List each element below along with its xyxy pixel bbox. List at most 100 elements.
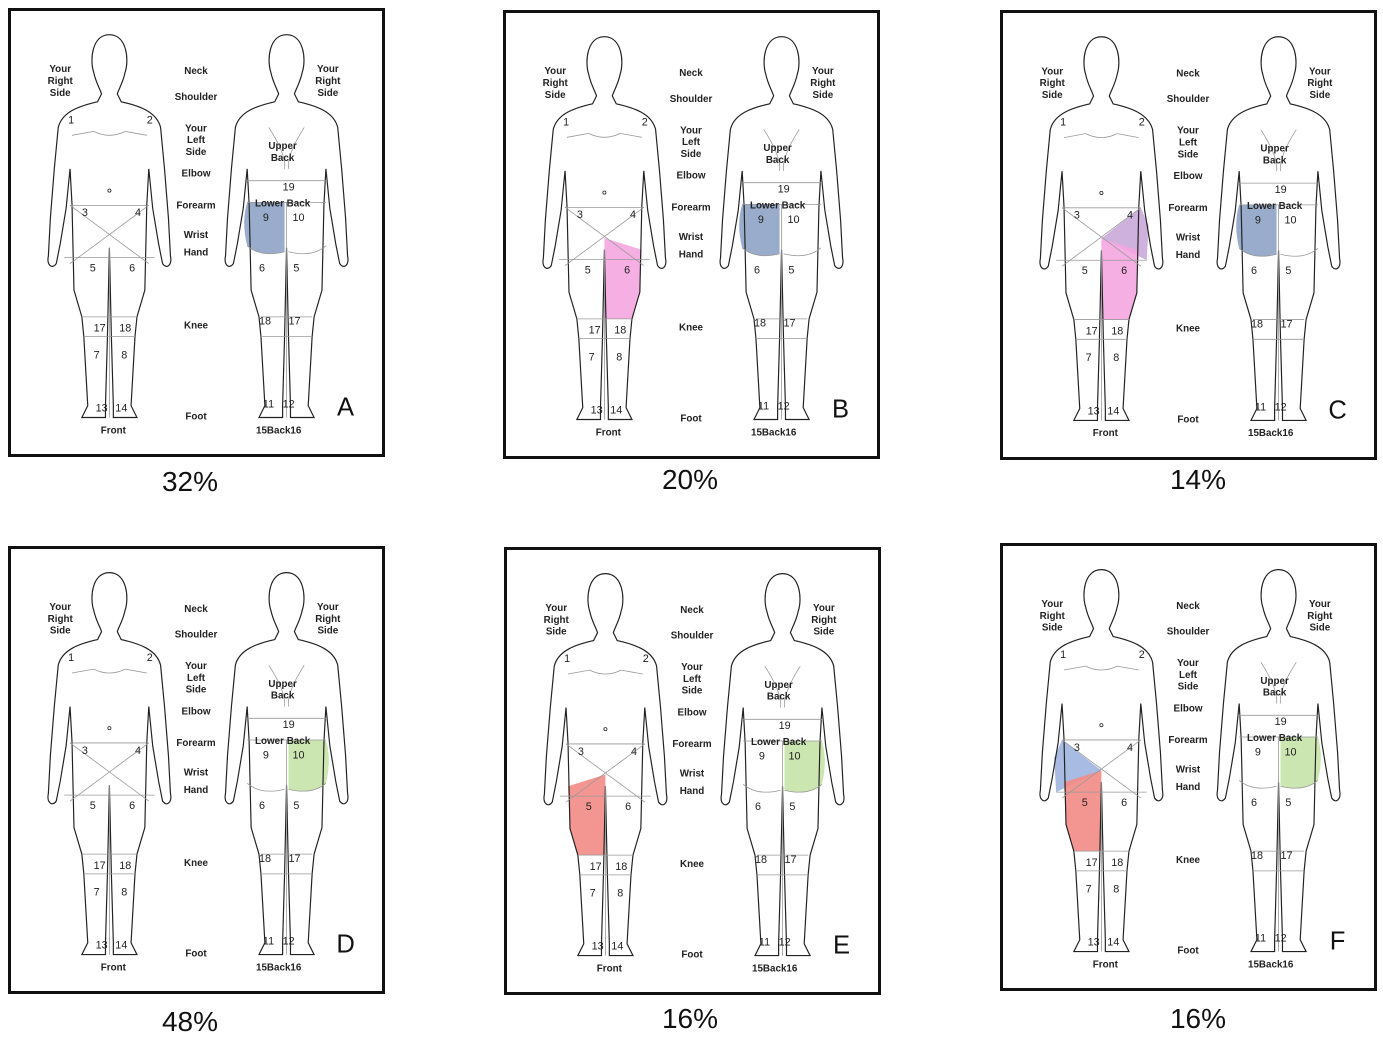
zone-number: 9 — [263, 212, 269, 224]
zone-number: 13 — [96, 940, 108, 952]
zone-number: 12 — [283, 399, 295, 411]
zone-number: 2 — [147, 652, 153, 664]
zone-number: 7 — [589, 351, 595, 363]
label-foot: Foot — [1177, 946, 1199, 957]
zone-number: 14 — [1107, 405, 1119, 417]
zone-number: 17 — [289, 316, 301, 328]
label-forearm: Forearm — [176, 200, 216, 211]
label-shoulder: Shoulder — [175, 630, 218, 641]
zone-number: 7 — [590, 888, 596, 900]
label-hand: Hand — [1176, 250, 1201, 261]
label-upper-back: Back — [767, 692, 791, 703]
zone-number: 6 — [1121, 797, 1127, 809]
label-your-left-side: Your — [680, 125, 702, 136]
zone-number: 17 — [94, 860, 106, 872]
label-your-right-side: Your — [49, 64, 71, 75]
label-your-right-side: Right — [1040, 611, 1066, 622]
zone-number: 11 — [263, 936, 274, 948]
zone-number: 17 — [784, 318, 796, 330]
zone-number: 3 — [82, 745, 88, 757]
panel-letter: E — [833, 932, 850, 960]
label-front: Front — [596, 427, 622, 438]
label-your-right-side: Your — [1041, 66, 1063, 77]
zone-number: 17 — [94, 323, 106, 335]
zone-number: 10 — [292, 750, 304, 762]
zone-number: 5 — [1285, 265, 1291, 277]
label-shoulder: Shoulder — [1167, 627, 1210, 638]
zone-number: 6 — [624, 264, 630, 276]
label-your-right-side: Side — [50, 626, 71, 637]
zone-number: 12 — [779, 937, 791, 949]
zone-number: 17 — [1086, 325, 1098, 337]
zone-number: 18 — [259, 853, 271, 865]
label-shoulder: Shoulder — [175, 92, 218, 103]
zone-number: 18 — [1111, 325, 1123, 337]
zone-number: 19 — [1275, 716, 1287, 728]
label-elbow: Elbow — [1174, 171, 1203, 182]
label-upper-back: Upper — [268, 679, 297, 690]
label-your-right-side-back: Right — [1307, 611, 1333, 622]
zone-number: 11 — [758, 401, 769, 413]
zone-number: 7 — [1086, 884, 1092, 896]
zone-number: 1 — [1060, 649, 1066, 661]
label-wrist: Wrist — [680, 768, 705, 779]
label-lower-back: Lower Back — [1247, 733, 1303, 744]
label-upper-back: Upper — [1260, 143, 1289, 154]
label-your-left-side: Left — [683, 674, 702, 685]
label-front: Front — [597, 963, 623, 974]
highlight-back-9 — [1236, 204, 1277, 257]
label-your-right-side-back: Side — [812, 90, 833, 101]
label-foot: Foot — [681, 950, 703, 961]
label-your-left-side: Your — [681, 662, 703, 673]
zone-number: 12 — [283, 936, 295, 948]
label-your-right-side-back: Your — [317, 64, 339, 75]
zone-number: 13 — [1088, 937, 1100, 949]
label-back: 15Back16 — [1248, 428, 1294, 439]
panel-percentage: 16% — [1169, 1003, 1227, 1034]
zone-number: 13 — [592, 941, 604, 953]
panel-percentage: 14% — [1169, 464, 1227, 495]
highlight-back-10 — [1280, 736, 1321, 789]
zone-number: 7 — [1086, 352, 1092, 364]
label-lower-back: Lower Back — [1247, 201, 1303, 212]
zone-number: 18 — [754, 318, 766, 330]
label-your-left-side: Your — [185, 661, 207, 672]
label-front: Front — [101, 425, 127, 436]
label-upper-back: Back — [1263, 155, 1287, 166]
label-your-right-side-back: Right — [315, 76, 341, 87]
label-forearm: Forearm — [176, 738, 216, 749]
label-your-left-side: Side — [186, 147, 207, 158]
label-foot: Foot — [680, 413, 702, 424]
label-upper-back: Back — [766, 155, 790, 166]
label-upper-back: Back — [271, 691, 295, 702]
zone-number: 5 — [1082, 797, 1088, 809]
highlight-back-10 — [288, 739, 329, 792]
label-lower-back: Lower Back — [255, 736, 311, 747]
highlight-front-3 — [1054, 739, 1102, 793]
panel-letter: B — [832, 395, 849, 423]
label-wrist: Wrist — [184, 767, 209, 778]
label-elbow: Elbow — [182, 706, 211, 717]
label-foot: Foot — [1177, 414, 1199, 425]
label-upper-back: Back — [1263, 688, 1287, 699]
zone-number: 1 — [68, 114, 74, 126]
label-shoulder: Shoulder — [670, 94, 713, 105]
label-your-right-side: Right — [48, 614, 74, 625]
zone-number: 2 — [642, 116, 648, 128]
zone-number: 4 — [630, 209, 636, 221]
label-elbow: Elbow — [182, 169, 211, 180]
label-your-right-side-back: Side — [317, 88, 338, 99]
label-hand: Hand — [679, 250, 704, 261]
label-your-right-side-back: Your — [1309, 599, 1331, 610]
label-knee: Knee — [184, 321, 209, 332]
label-your-right-side: Your — [1041, 599, 1063, 610]
zone-number: 14 — [610, 405, 622, 417]
zone-number: 12 — [1275, 402, 1287, 414]
label-front: Front — [1093, 959, 1119, 970]
label-knee: Knee — [1176, 323, 1201, 334]
